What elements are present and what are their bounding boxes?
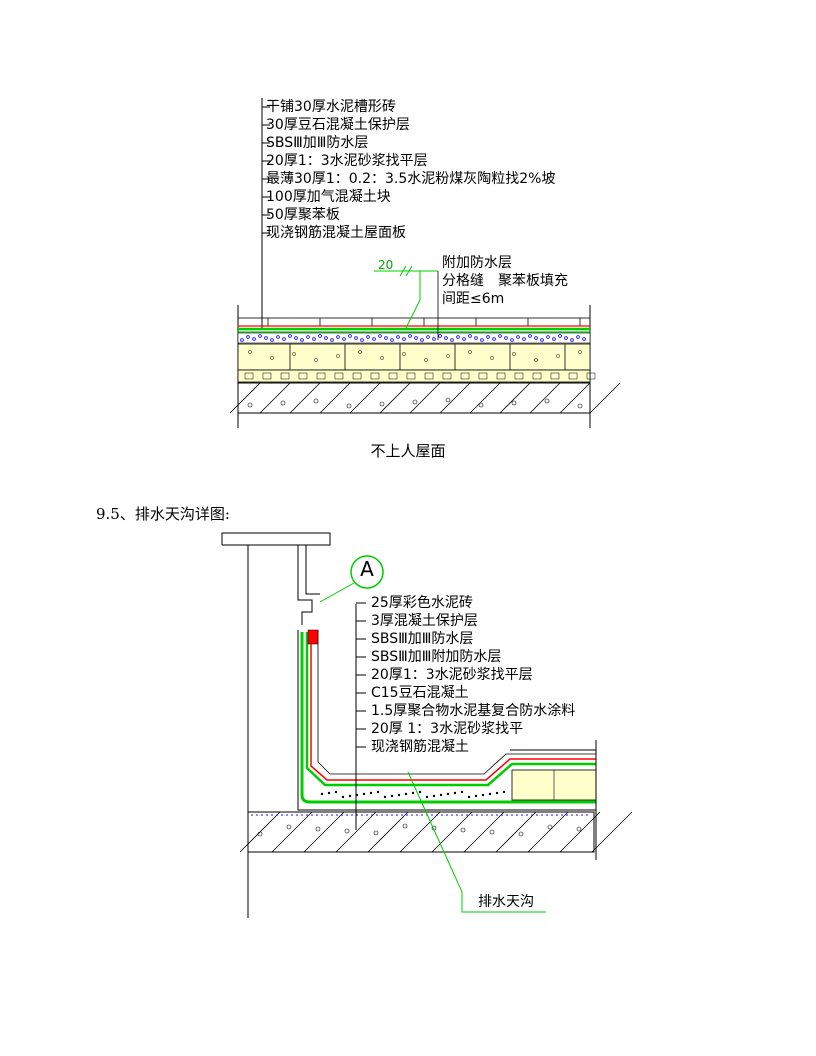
- section-heading: 9.5、排水天沟详图:: [96, 505, 230, 523]
- dimension-label: 20: [378, 258, 394, 272]
- roof-layer-8: 现浇钢筋混凝土屋面板: [266, 225, 406, 241]
- gutter-layer-2: 3厚混凝土保护层: [371, 613, 478, 629]
- detail-marker-circle: [350, 555, 384, 589]
- gutter-layer-1: 25厚彩色水泥砖: [371, 595, 473, 611]
- roof-layer-3: SBSⅢ加Ⅲ防水层: [266, 135, 369, 151]
- gutter-layer-7: 1.5厚聚合物水泥基复合防水涂料: [371, 703, 576, 719]
- detail-marker-label: A: [360, 557, 374, 581]
- gutter-layer-3: SBSⅢ加Ⅲ防水层: [371, 631, 474, 647]
- roof-layer-6: 100厚加气混凝土块: [266, 189, 391, 205]
- roof-layer-1: 干铺30厚水泥槽形砖: [266, 99, 396, 115]
- joint-notes: 附加防水层 分格缝 聚苯板填充 间距≤6m: [442, 254, 568, 308]
- concrete-slab: [237, 382, 591, 414]
- gutter-layer-9: 现浇钢筋混凝土: [371, 739, 469, 755]
- aerated-block-layer: [237, 343, 591, 371]
- roof-layer-5: 最薄30厚1：0.2：3.5水泥粉煤灰陶粒找2%坡: [266, 171, 556, 187]
- joint-note-1: 附加防水层: [442, 255, 512, 271]
- roof-layer-list: 干铺30厚水泥槽形砖 30厚豆石混凝土保护层 SBSⅢ加Ⅲ防水层 20厚1：3水…: [266, 98, 555, 242]
- gutter-membrane-outer: [300, 632, 596, 804]
- gutter-label: 排水天沟: [478, 894, 534, 910]
- gutter-membrane-inner: [305, 632, 596, 787]
- figure1-caption: 不上人屋面: [370, 442, 446, 460]
- roof-layer-7: 50厚聚苯板: [266, 207, 340, 223]
- gravel-protective-layer: [237, 332, 591, 344]
- gutter-layer-list: 25厚彩色水泥砖 3厚混凝土保护层 SBSⅢ加Ⅲ防水层 SBSⅢ加Ⅲ附加防水层 …: [371, 594, 575, 756]
- gutter-layer-6: C15豆石混凝土: [371, 685, 469, 701]
- gutter-layer-8: 20厚 1：3水泥砂浆找平: [371, 721, 524, 737]
- gutter-layer-5: 20厚1：3水泥砂浆找平层: [371, 667, 533, 683]
- gutter-layer-4: SBSⅢ加Ⅲ附加防水层: [371, 649, 502, 665]
- roof-layer-2: 30厚豆石混凝土保护层: [266, 117, 410, 133]
- joint-note-3: 间距≤6m: [442, 291, 505, 307]
- joint-note-2: 分格缝 聚苯板填充: [442, 273, 568, 289]
- roof-layer-4: 20厚1：3水泥砂浆找平层: [266, 153, 428, 169]
